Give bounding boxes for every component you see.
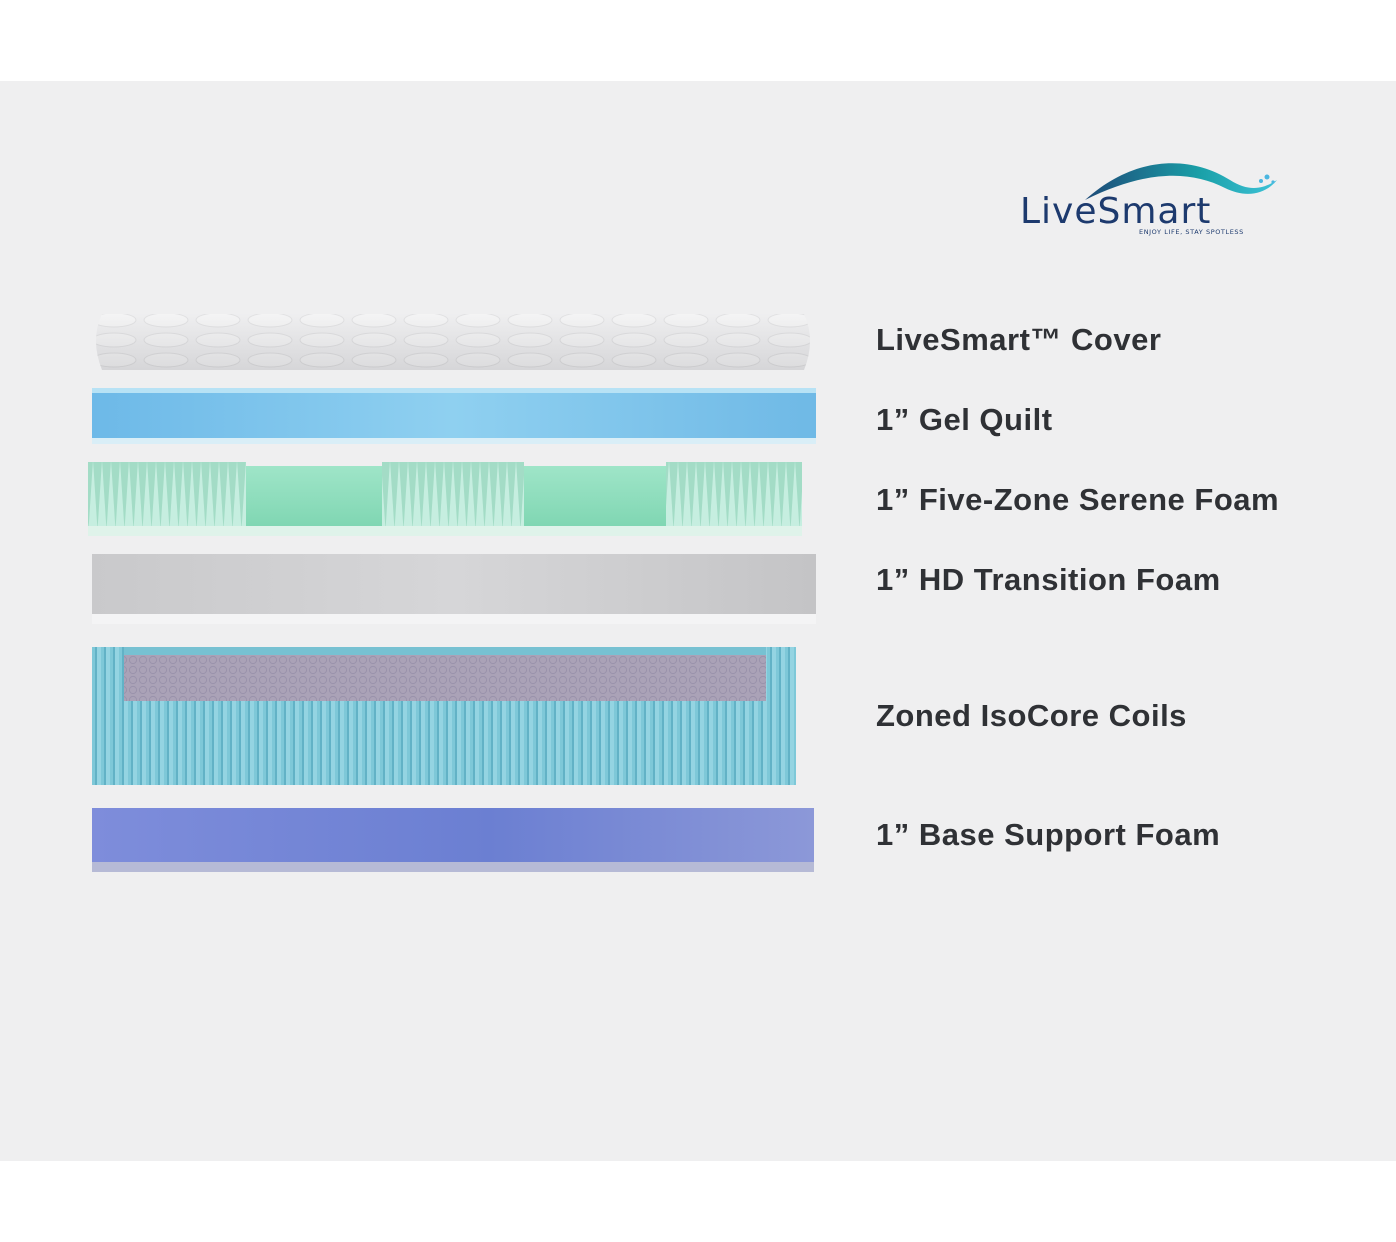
layer-transition-foam: [92, 554, 816, 624]
bubble-icon: [1271, 180, 1275, 184]
label-transition-foam: 1” HD Transition Foam: [876, 562, 1221, 597]
layer-gel-quilt: [92, 388, 816, 444]
label-cover: LiveSmart™ Cover: [876, 322, 1162, 357]
layer-five-zone-foam: [88, 462, 802, 536]
bubble-icon: [1264, 174, 1270, 180]
label-coil-unit: Zoned IsoCore Coils: [876, 698, 1187, 733]
label-gel-quilt: 1” Gel Quilt: [876, 402, 1053, 437]
label-five-zone-foam: 1” Five-Zone Serene Foam: [876, 482, 1280, 517]
logo-tagline: ENJOY LIFE, STAY SPOTLESS: [1139, 228, 1244, 236]
layer-coil-unit: [92, 647, 796, 785]
layer-base-foam: [92, 808, 814, 872]
label-base-foam: 1” Base Support Foam: [876, 817, 1221, 852]
layer-cover: [96, 314, 810, 370]
wave-swoosh-icon: [1085, 163, 1277, 200]
logo-wordmark: LiveSmart: [1020, 191, 1211, 232]
livesmart-logo: LiveSmart ENJOY LIFE, STAY SPOTLESS: [1020, 163, 1277, 236]
bubble-icon: [1259, 179, 1263, 183]
